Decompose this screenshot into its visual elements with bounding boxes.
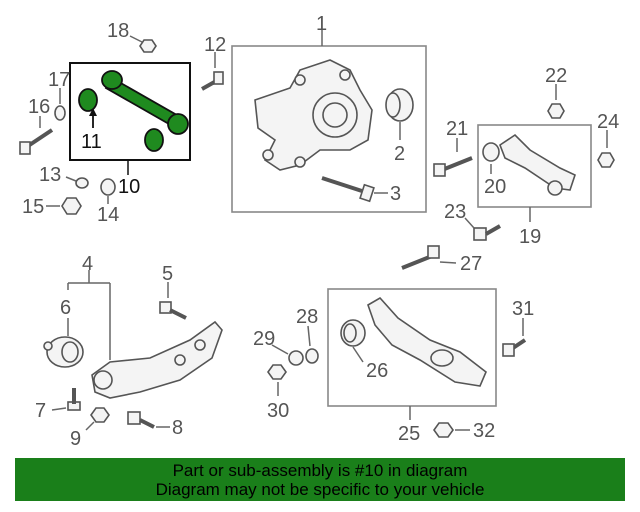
callout-13[interactable]: 13	[39, 164, 61, 186]
callout-24[interactable]: 24	[597, 111, 619, 133]
callout-32[interactable]: 32	[473, 420, 495, 442]
bolt-23-part[interactable]	[473, 224, 501, 241]
nut-24-part[interactable]	[597, 152, 615, 168]
callout-18[interactable]: 18	[107, 20, 129, 42]
callout-3[interactable]: 3	[390, 183, 401, 205]
nut-30-part[interactable]	[267, 364, 287, 380]
upper-arm-box	[477, 124, 592, 208]
bolt-3-part[interactable]	[321, 176, 375, 203]
callout-11[interactable]: 11	[81, 131, 102, 153]
callout-31[interactable]: 31	[512, 298, 534, 320]
washer-14-part[interactable]	[100, 178, 116, 196]
washer-17-part[interactable]	[54, 105, 66, 121]
callout-14[interactable]: 14	[97, 204, 119, 226]
callout-17[interactable]: 17	[48, 69, 70, 91]
bolt-31-part[interactable]	[502, 338, 527, 357]
washer-13-part[interactable]	[75, 177, 89, 189]
bolt-12-part[interactable]	[201, 71, 224, 91]
callout-15[interactable]: 15	[22, 196, 44, 218]
lateral-link-box	[69, 62, 191, 161]
callout-12[interactable]: 12	[204, 34, 226, 56]
callout-23[interactable]: 23	[444, 201, 466, 223]
callout-4[interactable]: 4	[82, 253, 93, 275]
callout-6[interactable]: 6	[60, 297, 71, 319]
callout-20[interactable]: 20	[484, 176, 506, 198]
banner-line-2: Diagram may not be specific to your vehi…	[155, 480, 485, 499]
nut-15-part[interactable]	[61, 197, 82, 215]
callout-25[interactable]: 25	[398, 423, 420, 445]
callout-27[interactable]: 27	[460, 253, 482, 275]
upper-arm-part[interactable]	[482, 133, 576, 196]
knuckle-box	[231, 45, 427, 213]
bolt-16-part[interactable]	[19, 128, 54, 155]
callout-22[interactable]: 22	[545, 65, 567, 87]
lower-arm-part[interactable]	[340, 296, 487, 387]
washer-29-part[interactable]	[288, 350, 304, 366]
bolt-27-part[interactable]	[401, 245, 440, 270]
callout-9[interactable]: 9	[70, 428, 81, 450]
callout-29[interactable]: 29	[253, 328, 275, 350]
callout-26[interactable]: 26	[366, 360, 388, 382]
callout-19[interactable]: 19	[519, 226, 541, 248]
callout-7[interactable]: 7	[35, 400, 46, 422]
bushing-6-part[interactable]	[43, 336, 84, 368]
callout-8[interactable]: 8	[172, 417, 183, 439]
bolt-21-part[interactable]	[433, 156, 473, 177]
washer-28-part[interactable]	[305, 348, 319, 364]
trailing-arm-part[interactable]	[91, 320, 223, 399]
bolt-7-part[interactable]	[67, 388, 81, 411]
lower-arm-box	[327, 288, 497, 407]
bolt-5-part[interactable]	[159, 301, 187, 320]
nut-9-part[interactable]	[90, 407, 110, 423]
callout-2[interactable]: 2	[394, 143, 405, 165]
info-banner: Part or sub-assembly is #10 in diagram D…	[15, 458, 625, 501]
banner-line-1: Part or sub-assembly is #10 in diagram	[172, 461, 468, 480]
callout-16[interactable]: 16	[28, 96, 50, 118]
callout-21[interactable]: 21	[446, 118, 468, 140]
nut-32-part[interactable]	[433, 422, 454, 438]
callout-5[interactable]: 5	[162, 263, 173, 285]
callout-30[interactable]: 30	[267, 400, 289, 422]
callout-1[interactable]: 1	[316, 13, 327, 35]
bolt-8-part[interactable]	[127, 411, 155, 429]
lateral-link-part-10[interactable]	[78, 70, 189, 152]
callout-28[interactable]: 28	[296, 306, 318, 328]
nut-18-part[interactable]	[139, 39, 157, 53]
knuckle-part[interactable]	[254, 59, 373, 171]
bushing-2-part[interactable]	[385, 88, 414, 122]
callout-10[interactable]: 10	[118, 176, 140, 198]
nut-22-part[interactable]	[547, 103, 565, 119]
